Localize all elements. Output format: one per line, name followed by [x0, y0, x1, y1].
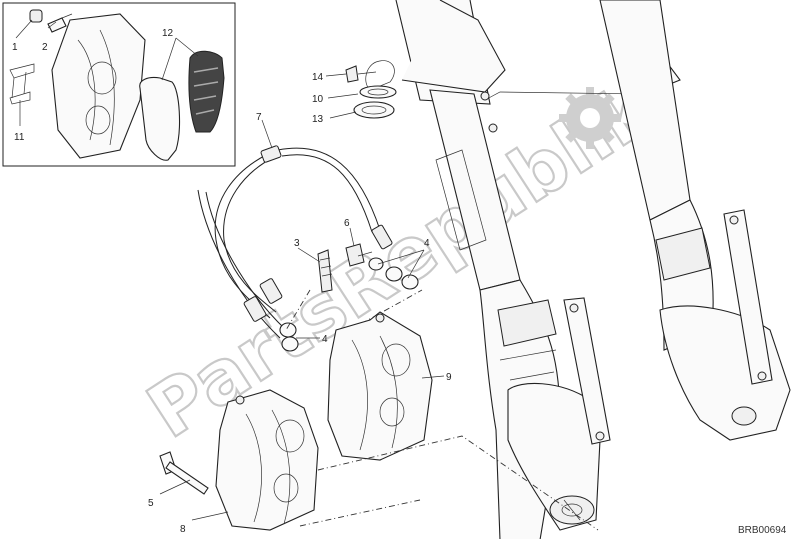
bleeder-screw: [47, 13, 73, 33]
rubber-ring: [353, 101, 395, 119]
callout-2: 2: [42, 42, 48, 53]
callout-8: 8: [180, 524, 186, 535]
callout-4a: 4: [424, 238, 430, 249]
caliper-inset: [51, 13, 146, 159]
callout-1: 1: [12, 42, 18, 53]
callout-13: 13: [312, 114, 324, 125]
callout-4b: 4: [322, 334, 328, 345]
callout-3: 3: [294, 238, 300, 249]
callouts: 1 2 3 4 4 5 6 7 8 9 10 11 12 13 14: [12, 28, 452, 535]
union-bolt: [317, 249, 333, 293]
brake-caliper-right: [327, 311, 433, 461]
callout-14: 14: [312, 72, 324, 83]
callout-11: 11: [14, 132, 25, 143]
brake-pad-rear: [139, 76, 180, 161]
hose-clamp-screw: [345, 60, 395, 91]
brake-caliper-left: [215, 389, 319, 531]
detail-inset: [2, 2, 236, 167]
callout-6: 6: [344, 218, 350, 229]
callout-12: 12: [162, 28, 174, 39]
callout-7: 7: [256, 112, 262, 123]
brake-pad-front: [188, 50, 225, 133]
diagram-reference-code: BRB00694: [738, 525, 787, 536]
sealing-washers: [279, 257, 419, 352]
pad-spring: [9, 63, 35, 105]
banjo-bolt: [345, 243, 373, 267]
callout-5: 5: [148, 498, 154, 509]
hose-grommet: [359, 85, 397, 99]
callout-10: 10: [312, 94, 324, 105]
gear-icon: [559, 87, 621, 149]
front-fork: [395, 0, 791, 539]
caliper-mounting-bolt: [159, 451, 209, 495]
bleeder-cap: [29, 9, 43, 23]
brake-hose: [197, 145, 393, 339]
callout-9: 9: [446, 372, 452, 383]
